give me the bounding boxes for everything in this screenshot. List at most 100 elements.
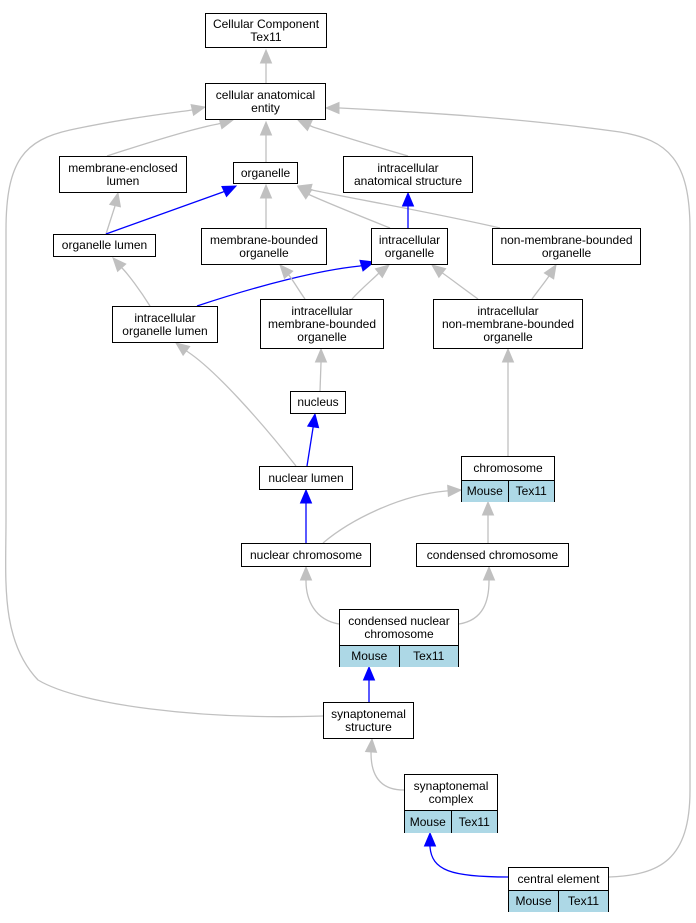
node-label: organelle	[240, 165, 291, 180]
arrowhead	[299, 488, 313, 504]
annotation-organism: Mouse	[351, 649, 388, 663]
node-central-element[interactable]: central element Mouse Tex11	[508, 867, 609, 912]
node-nucleus[interactable]: nucleus	[290, 391, 346, 414]
node-label: synaptonemal complex	[413, 778, 489, 806]
edge-orgl-mel	[105, 191, 122, 235]
edge-io-ias	[401, 191, 415, 228]
annotation-row: Mouse Tex11	[509, 890, 608, 912]
edge-orgl-org	[105, 185, 238, 235]
node-label: intracellular non-membrane-bounded organ…	[441, 303, 575, 344]
edge-mel-cae	[106, 117, 235, 157]
node-intracellular-non-membrane-bounded-organelle[interactable]: intracellular non-membrane-bounded organ…	[433, 299, 583, 349]
arrowhead	[108, 191, 122, 208]
edge-cae-root	[259, 48, 273, 83]
arrowhead	[481, 500, 495, 516]
edge-nuc-imbo	[314, 347, 328, 392]
node-label: intracellular membrane-bounded organelle	[267, 303, 377, 344]
node-membrane-bounded-organelle[interactable]: membrane-bounded organelle	[201, 228, 327, 265]
node-intracellular-organelle[interactable]: intracellular organelle	[371, 228, 448, 265]
annotation-row: Mouse Tex11	[340, 645, 458, 667]
node-label: non-membrane-bounded organelle	[500, 232, 633, 260]
edge-cnc-nchr	[299, 565, 340, 625]
edge-ss-cnc	[362, 665, 376, 702]
arrowhead	[401, 191, 415, 207]
arrowhead	[543, 263, 557, 280]
node-label: organelle lumen	[61, 238, 148, 252]
node-label: membrane-bounded organelle	[209, 232, 319, 260]
node-label: condensed chromosome	[426, 547, 559, 562]
node-nuclear-lumen[interactable]: nuclear lumen	[259, 466, 353, 490]
node-organelle-lumen[interactable]: organelle lumen	[53, 234, 156, 257]
arrowhead	[364, 737, 378, 753]
edge-nl-iol	[174, 342, 297, 467]
edge-cchr-chr	[481, 500, 495, 543]
edge-imbo-io	[351, 264, 391, 300]
node-label: intracellular organelle	[378, 232, 441, 260]
edge-org-cae	[259, 120, 273, 162]
annotation-gene: Tex11	[398, 646, 459, 667]
node-label: cellular anatomical entity	[215, 87, 316, 115]
node-label: membrane-enclosed lumen	[68, 160, 178, 188]
arrowhead	[423, 831, 437, 847]
edge-cnc-cchr	[458, 565, 496, 625]
node-label: synaptonemal structure	[331, 706, 406, 734]
edge-ss-cae	[5, 103, 324, 718]
node-label: central element	[517, 871, 600, 886]
arrowhead	[259, 120, 273, 136]
edge-sc-ss	[364, 737, 405, 791]
arrowhead	[259, 48, 273, 64]
edge-nl-nuc	[306, 412, 320, 467]
node-organelle[interactable]: organelle	[233, 162, 298, 184]
arrowhead	[482, 565, 496, 581]
node-intracellular-membrane-bounded-organelle[interactable]: intracellular membrane-bounded organelle	[260, 299, 384, 349]
edge-iol-orgl	[112, 257, 151, 307]
node-label: nucleus	[297, 395, 339, 409]
edge-chr-inmbo	[501, 347, 515, 456]
node-membrane-enclosed-lumen[interactable]: membrane-enclosed lumen	[59, 156, 187, 193]
arrowhead	[324, 101, 340, 115]
edge-ce-sc	[423, 831, 509, 878]
arrowhead	[112, 257, 127, 273]
annotation-row: Mouse Tex11	[405, 810, 497, 833]
arrowhead	[296, 119, 313, 132]
arrowhead	[374, 264, 391, 279]
arrowhead	[314, 347, 328, 363]
node-label: intracellular anatomical structure	[353, 160, 463, 188]
node-intracellular-anatomical-structure[interactable]: intracellular anatomical structure	[343, 156, 473, 193]
arrowhead	[174, 342, 191, 357]
node-intracellular-organelle-lumen[interactable]: intracellular organelle lumen	[112, 306, 218, 343]
node-label: Cellular Component Tex11	[212, 16, 320, 44]
arrowhead	[299, 565, 313, 581]
node-chromosome[interactable]: chromosome Mouse Tex11	[461, 456, 555, 502]
node-nuclear-chromosome[interactable]: nuclear chromosome	[241, 543, 371, 567]
node-non-membrane-bounded-organelle[interactable]: non-membrane-bounded organelle	[492, 228, 641, 265]
arrowhead	[190, 103, 207, 117]
arrowhead	[430, 264, 447, 279]
arrowhead	[296, 183, 313, 196]
edge-nchr-chr	[322, 484, 463, 544]
arrowhead	[501, 347, 515, 363]
annotation-organism: Mouse	[466, 484, 503, 498]
node-condensed-nuclear-chromosome[interactable]: condensed nuclear chromosome Mouse Tex11	[339, 609, 459, 667]
node-cellular-anatomical-entity[interactable]: cellular anatomical entity	[205, 83, 326, 120]
annotation-gene: Tex11	[507, 481, 555, 502]
edge-imbo-mbo	[279, 264, 306, 300]
node-synaptonemal-complex[interactable]: synaptonemal complex Mouse Tex11	[404, 774, 498, 833]
arrowhead	[447, 484, 463, 498]
node-synaptonemal-structure[interactable]: synaptonemal structure	[323, 702, 414, 739]
edge-io-org	[296, 186, 391, 229]
node-label: condensed nuclear chromosome	[348, 613, 450, 641]
edge-nchr-nl	[299, 488, 313, 543]
node-condensed-chromosome[interactable]: condensed chromosome	[416, 543, 569, 567]
node-cellular-component-tex11[interactable]: Cellular Component Tex11	[205, 13, 327, 48]
arrowhead	[359, 259, 376, 272]
arrowhead	[306, 412, 320, 429]
edge-nmbo-org	[296, 183, 501, 229]
annotation-organism: Mouse	[409, 814, 446, 829]
annotation-gene: Tex11	[450, 811, 498, 833]
node-label: chromosome	[473, 461, 543, 475]
annotation-gene: Tex11	[558, 891, 608, 912]
edge-ce-cae	[324, 101, 691, 878]
